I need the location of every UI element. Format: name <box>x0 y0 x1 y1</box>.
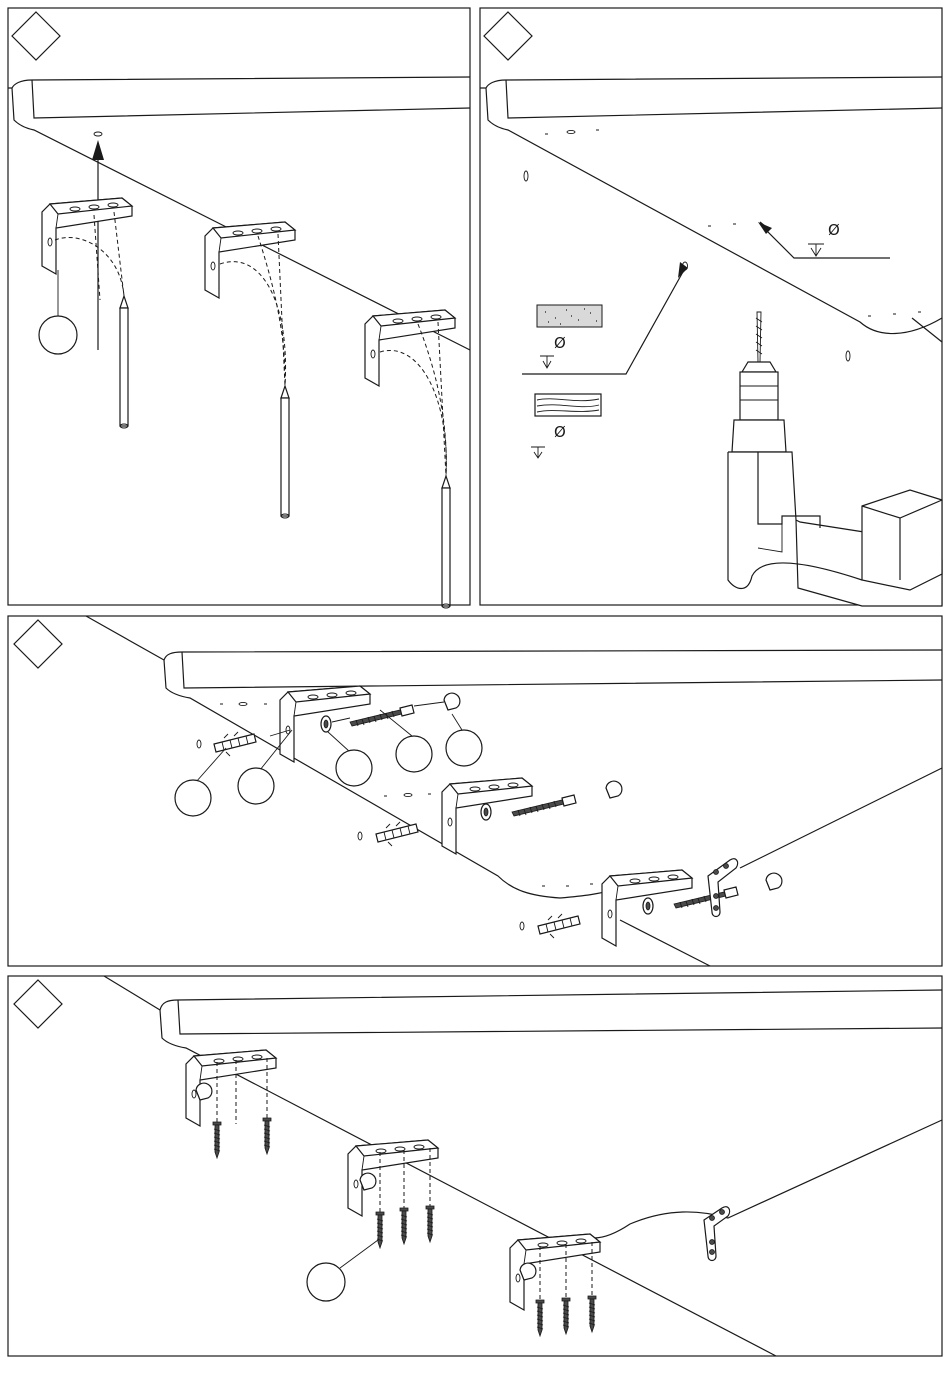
step-diamond-icon <box>484 12 532 60</box>
hole-marks <box>220 702 593 886</box>
screw-icon <box>588 1296 596 1332</box>
callout-plug <box>175 748 226 816</box>
plug-hole <box>520 922 524 930</box>
screw-icon <box>376 1212 384 1248</box>
screw-icon <box>536 1300 544 1336</box>
screw-icon <box>400 1208 408 1244</box>
callout-washer <box>328 732 372 786</box>
svg-text:Ø: Ø <box>554 423 566 441</box>
pencil-icon <box>120 296 128 428</box>
screw-icon <box>426 1206 434 1242</box>
screw-icon <box>350 705 414 726</box>
pencil-trace-lines <box>55 212 446 476</box>
pencil-icon <box>442 476 450 608</box>
cap-icon <box>360 1173 376 1190</box>
plug-hole <box>197 740 201 748</box>
screw-icon <box>674 887 738 908</box>
step-diamond-icon <box>14 620 62 668</box>
panel-4-attach-screws <box>8 976 942 1356</box>
screw-icon <box>263 1118 271 1154</box>
bracket-icon <box>205 222 295 298</box>
cap-icon <box>520 1263 536 1280</box>
wall-plug-icon <box>376 822 418 846</box>
bracket-icon <box>365 310 455 386</box>
cap-icon <box>196 1083 212 1100</box>
callout-screw <box>307 1240 378 1301</box>
panel-3-fix-brackets <box>8 616 942 966</box>
svg-text:Ø: Ø <box>554 334 566 352</box>
wall-plug-icon <box>538 914 580 938</box>
cap-icon <box>766 873 782 890</box>
drill-icon <box>728 312 942 606</box>
chipboard-icon: Ø <box>537 305 602 368</box>
screw-icon <box>562 1298 570 1334</box>
solid-wood-icon: Ø <box>531 394 601 458</box>
plug-hole <box>358 832 362 840</box>
desktop-surface <box>480 77 942 342</box>
wall-plug-icon <box>214 732 256 756</box>
svg-text:Ø: Ø <box>828 221 840 239</box>
callout-screw <box>380 710 432 772</box>
washer-icon <box>321 716 331 732</box>
step-diamond-icon <box>12 12 60 60</box>
cap-icon <box>606 781 622 798</box>
washer-icon <box>481 804 491 820</box>
cap-icon <box>444 693 460 710</box>
panel-1-mark-holes <box>8 8 470 608</box>
bracket-icon <box>42 198 132 274</box>
step-diamond-icon <box>14 980 62 1028</box>
connector-plate-icon <box>704 1207 730 1261</box>
callout-1 <box>39 270 77 354</box>
washer-icon <box>643 898 653 914</box>
callout-cap <box>446 714 482 766</box>
panel-2-drill-holes: Ø Ø Ø <box>480 8 942 606</box>
pencil-icon <box>281 386 289 518</box>
diameter-depth-callout: Ø <box>758 221 890 258</box>
screw-icon <box>213 1122 221 1158</box>
